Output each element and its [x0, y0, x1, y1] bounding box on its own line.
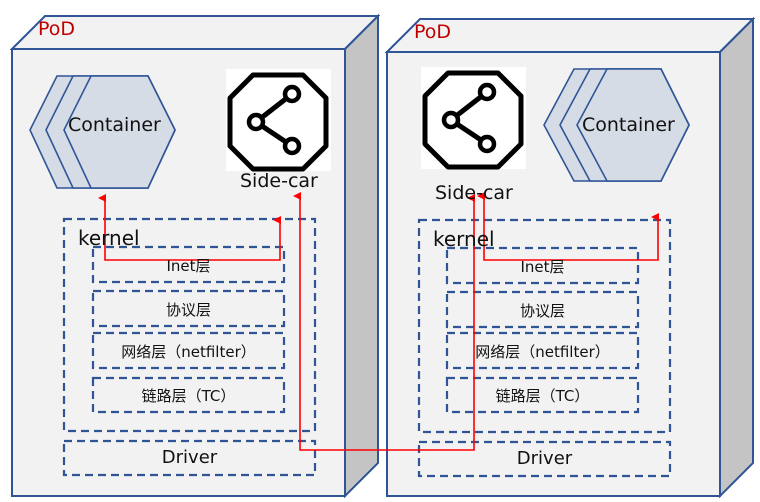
sidecar-right-label: Side-car: [435, 182, 513, 204]
layer-left-network-label: 网络层（netfilter）: [121, 343, 256, 361]
layer-left-link-box: [91, 376, 286, 414]
layer-right-network-label: 网络层（netfilter）: [475, 343, 610, 361]
container-right-label: Container: [582, 114, 675, 136]
sidecar-right-icon: [421, 67, 526, 170]
pod-left-title: PoD: [38, 18, 76, 40]
driver-left-box: [62, 439, 317, 477]
layer-right-network-box: [445, 331, 640, 370]
kernel-left-box: [62, 217, 317, 433]
driver-right-box: [417, 440, 672, 478]
layer-right-protocol-label: 协议层: [519, 302, 565, 320]
layer-right-inet-label: Inet层: [520, 258, 565, 276]
driver-left-label: Driver: [161, 447, 218, 468]
container-left-label: Container: [68, 114, 161, 136]
layer-left-protocol-label: 协议层: [165, 301, 211, 319]
kernel-right-box: [417, 218, 672, 434]
layer-left-network-box: [91, 331, 286, 370]
container-left-icon: [29, 75, 176, 189]
layer-left-inet-box: [91, 245, 286, 284]
layer-right-protocol-box: [445, 290, 640, 329]
layer-right-inet-box: [445, 246, 640, 285]
flow-arrow-container-to-sidecar-left: [98, 194, 281, 261]
pod-left-side-face: [344, 13, 379, 499]
kernel-left-label: kernel: [78, 226, 140, 250]
flow-arrow-sidecar-left-to-sidecar-right: [293, 192, 475, 451]
container-right-icon: [543, 68, 690, 182]
layer-right-link-label: 链路层（TC）: [495, 387, 590, 405]
sidecar-left-icon: [226, 69, 331, 172]
flow-arrow-sidecar-right-to-kernel-right: [477, 192, 659, 261]
layer-left-protocol-box: [91, 289, 286, 328]
pod-right-side-face: [719, 16, 754, 499]
pod-right-title: PoD: [414, 21, 452, 43]
layer-left-link-label: 链路层（TC）: [141, 387, 236, 405]
driver-right-label: Driver: [516, 448, 573, 469]
layer-left-inet-label: Inet层: [166, 257, 211, 275]
kernel-right-label: kernel: [433, 227, 495, 251]
sidecar-left-label: Side-car: [240, 170, 318, 192]
layer-right-link-box: [445, 376, 640, 414]
